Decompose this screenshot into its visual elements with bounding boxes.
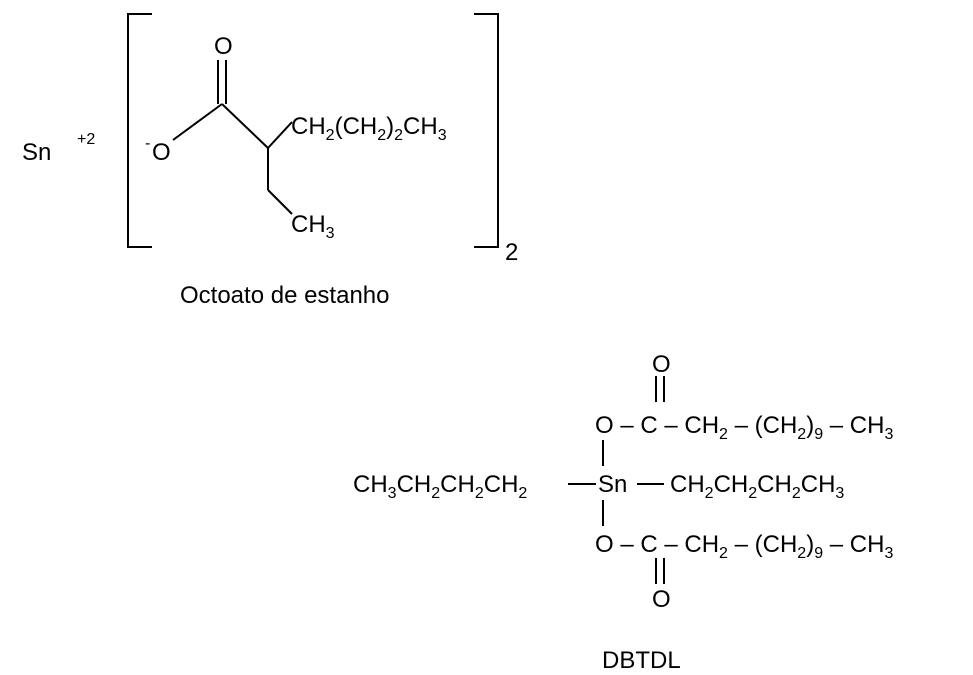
octoate-charge: +2	[77, 131, 95, 148]
octoate-ethyl-ch3: CH3	[291, 211, 335, 242]
dbtdl-caption: DBTDL	[602, 647, 681, 674]
dbtdl-right-butyl: CH2CH2CH2CH3	[670, 471, 844, 502]
bracket-subscript: 2	[505, 239, 518, 266]
dbtdl-sn-label: Sn	[598, 471, 627, 498]
octoate-sn-label: Sn	[22, 139, 51, 166]
left-bracket	[127, 13, 152, 248]
anion-minus: -	[145, 135, 150, 152]
dbtdl-left-butyl: CH3CH2CH2CH2	[353, 471, 527, 502]
octoate-butyl-chain: CH2(CH2)2CH3	[291, 113, 447, 144]
ch-chain-bond	[267, 121, 293, 149]
dbtdl-structure: O O – C – CH2 – (CH2)9 – CH3 CH3CH2CH2CH…	[353, 351, 893, 674]
ethyl-ch3-bond	[267, 189, 293, 215]
right-bracket	[474, 13, 499, 248]
dbtdl-bottom-ester: O – C – CH2 – (CH2)9 – CH3	[595, 531, 893, 562]
anion-oxygen: O	[152, 139, 171, 166]
octoate-caption: Octoato de estanho	[180, 282, 389, 309]
carbonyl-oxygen: O	[214, 33, 233, 60]
o-c-bond	[172, 103, 223, 141]
dbtdl-top-carbonyl-oxygen: O	[652, 351, 671, 378]
dbtdl-bottom-carbonyl-oxygen: O	[652, 586, 671, 613]
tin-octoate-structure: Sn +2 2 O - O CH2(CH2)2CH3 CH3 Octoato d…	[22, 13, 518, 309]
dbtdl-top-ester: O – C – CH2 – (CH2)9 – CH3	[595, 412, 893, 443]
c-ch-bond	[221, 103, 269, 149]
